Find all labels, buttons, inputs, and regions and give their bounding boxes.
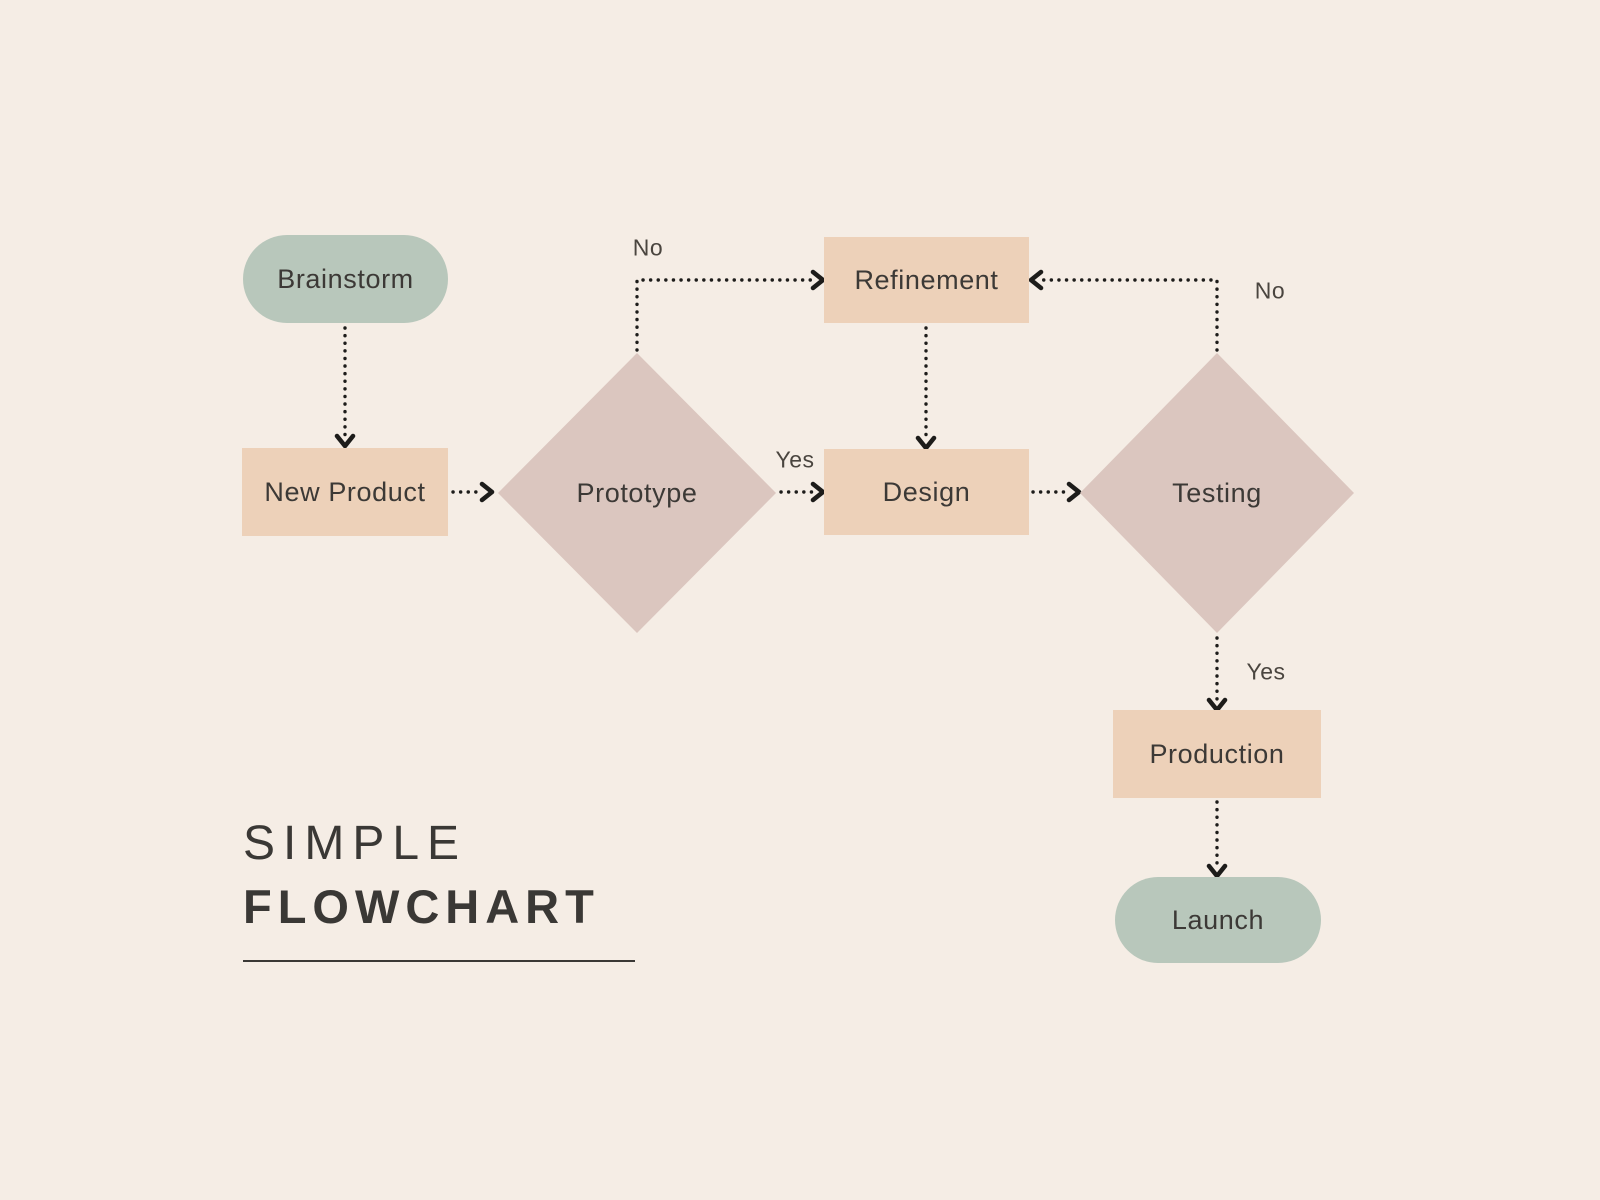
arrowhead-down-icon: [1206, 697, 1228, 713]
edge-label-testing-no: No: [1254, 277, 1286, 304]
edge-label-prototype-yes: Yes: [775, 446, 815, 473]
node-brainstorm: Brainstorm: [243, 235, 448, 323]
node-launch-label: Launch: [1171, 904, 1265, 935]
node-brainstorm-label: Brainstorm: [277, 263, 414, 294]
arrowhead-right-icon: [810, 269, 826, 291]
node-prototype-label: Prototype: [576, 477, 698, 508]
arrowhead-right-icon: [1066, 481, 1082, 503]
arrowhead-down-icon: [915, 435, 937, 451]
node-refinement: Refinement: [824, 237, 1029, 323]
node-design-label: Design: [882, 476, 971, 507]
poster-title: SIMPLE FLOWCHART: [243, 820, 635, 962]
edge-testing-refinement: [1040, 278, 1219, 352]
node-testing-label: Testing: [1172, 477, 1262, 508]
node-production: Production: [1113, 710, 1321, 798]
arrowhead-right-icon: [810, 481, 826, 503]
edge-label-testing-yes: Yes: [1246, 658, 1286, 685]
arrowhead-right-icon: [479, 481, 495, 503]
node-new-product: New Product: [242, 448, 448, 536]
edge-label-prototype-no: No: [632, 234, 664, 261]
arrowhead-down-icon: [334, 433, 356, 449]
arrowhead-down-icon: [1206, 863, 1228, 879]
node-design: Design: [824, 449, 1029, 535]
node-new-product-label: New Product: [264, 476, 426, 507]
node-production-label: Production: [1149, 738, 1285, 769]
title-line1: SIMPLE: [243, 817, 468, 870]
title-line2: FLOWCHART: [243, 880, 600, 933]
edge-prototype-refinement: [635, 278, 814, 352]
arrowhead-left-icon: [1028, 269, 1044, 291]
node-refinement-label: Refinement: [854, 264, 999, 295]
title-underline: [243, 960, 635, 962]
node-launch: Launch: [1115, 877, 1321, 963]
